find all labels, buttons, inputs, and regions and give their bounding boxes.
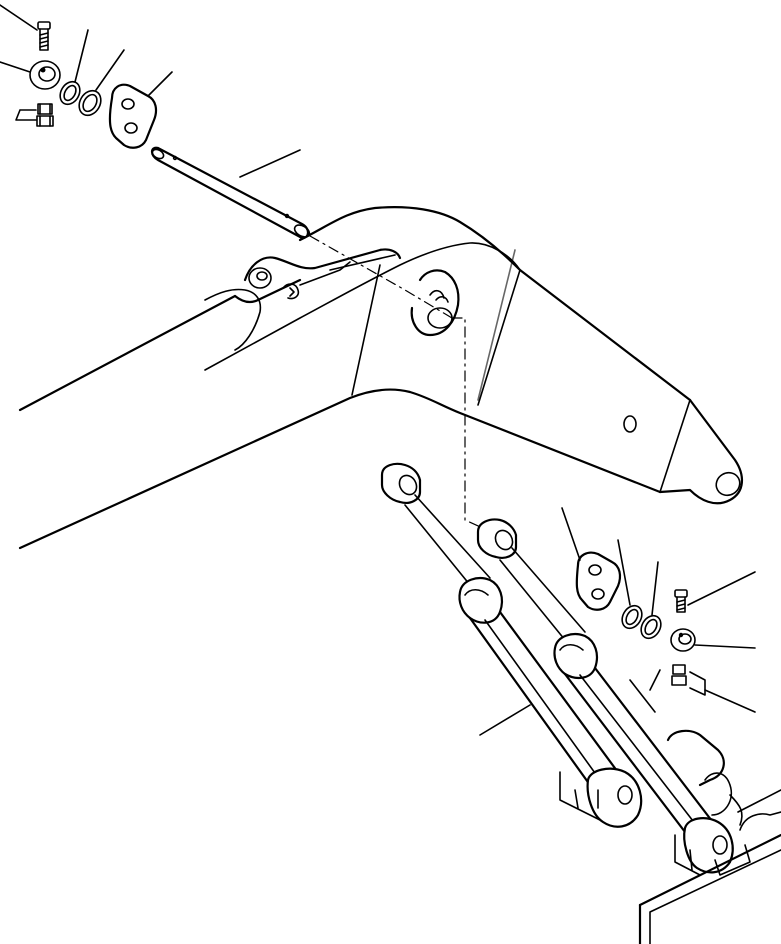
cylinder-left (380, 462, 643, 828)
frame (638, 729, 781, 944)
bolt-bottom (674, 571, 756, 613)
shim-bottom-1 (617, 539, 643, 630)
shim-top-2 (78, 49, 125, 117)
nut-bottom (671, 664, 756, 713)
boom (18, 206, 743, 550)
shim-bottom-2 (640, 561, 662, 640)
bottom-hardware (561, 507, 756, 713)
plate-bottom (561, 507, 622, 611)
top-hardware (0, 4, 173, 149)
holder-top (0, 60, 61, 90)
shim-top-1 (59, 29, 89, 106)
cylinder-right (476, 518, 734, 876)
assembly-lines (309, 235, 499, 536)
holder-bottom (670, 628, 756, 652)
nut-top (15, 103, 54, 127)
plate-top (108, 71, 173, 149)
pin (150, 146, 311, 240)
bolt-top (0, 4, 51, 51)
